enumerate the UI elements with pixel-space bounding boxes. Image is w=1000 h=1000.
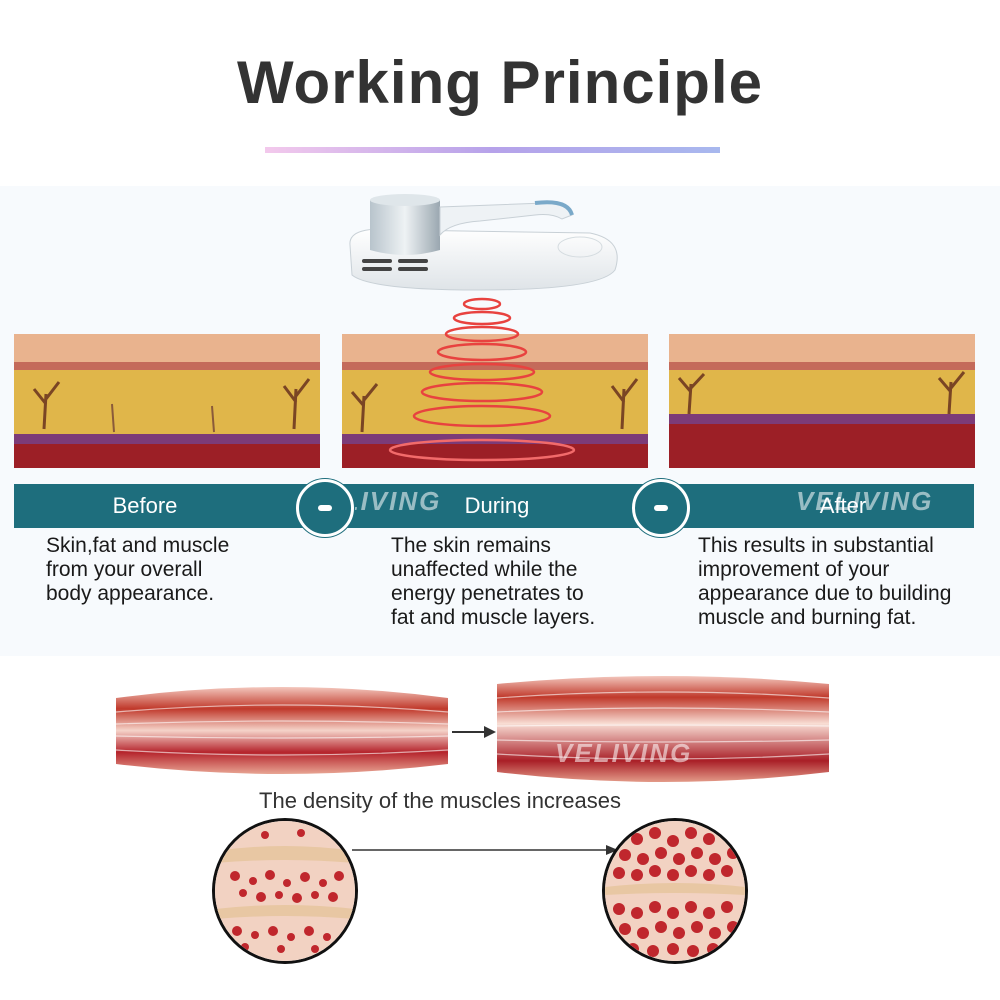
- density-caption: The density of the muscles increases: [259, 788, 621, 813]
- watermark: VELIVING: [796, 486, 934, 516]
- muscle-fiber-after: [497, 676, 829, 782]
- muscle-fiber-before: [116, 687, 448, 774]
- arrow-right-icon: [452, 726, 496, 738]
- description-line: muscle and burning fat.: [698, 606, 917, 629]
- page-title: Working Principle: [237, 49, 763, 116]
- description-line: from your overall: [46, 558, 203, 581]
- title-underline: [265, 147, 720, 153]
- muscle-cross-section-after: [602, 818, 748, 964]
- description-line: energy penetrates to: [391, 582, 584, 605]
- description-before: Skin,fat and muscle from your overall bo…: [46, 534, 229, 606]
- description-line: The skin remains: [391, 534, 551, 557]
- stage-label-after: After: [819, 493, 867, 518]
- description-line: This results in substantial: [698, 534, 934, 557]
- minus-connector-icon: [296, 479, 354, 537]
- stage-label-during: During: [464, 493, 530, 518]
- energy-waves: [388, 297, 576, 462]
- minus-connector-icon: [632, 479, 690, 537]
- muscle-cross-section-before: [212, 818, 358, 964]
- stage-bar: [14, 484, 974, 528]
- description-line: Skin,fat and muscle: [46, 534, 230, 557]
- description-line: improvement of your: [698, 558, 890, 581]
- description-line: body appearance.: [46, 582, 215, 605]
- skin-section-before: [14, 334, 320, 468]
- description-after: This results in substantial improvement …: [698, 534, 951, 630]
- description-during: The skin remains unaffected while the en…: [391, 534, 595, 630]
- stage-label-before: Before: [112, 493, 178, 518]
- description-line: appearance due to building: [698, 582, 952, 605]
- arrow-right-icon: [352, 845, 618, 855]
- skin-section-after: [669, 334, 975, 468]
- body-sculpting-device: [349, 194, 618, 291]
- description-line: fat and muscle layers.: [391, 606, 596, 629]
- watermark: VELIVING: [555, 738, 693, 768]
- description-line: unaffected while the: [391, 558, 578, 581]
- skin-section-during: [342, 334, 648, 468]
